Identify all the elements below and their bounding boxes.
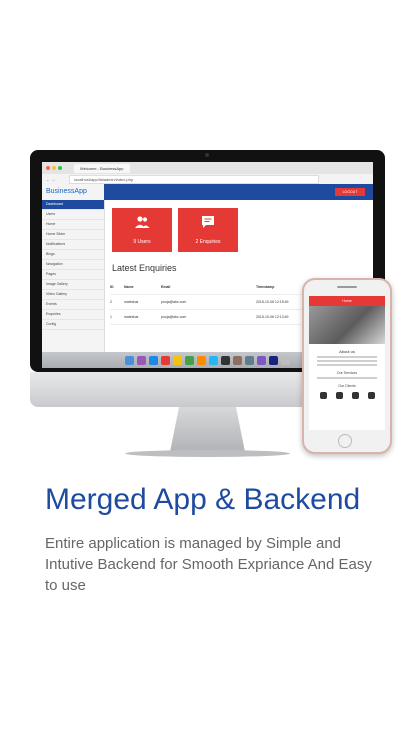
table-cell: 2 [110, 300, 112, 304]
table-header-row: ID Name Email Timestamp [110, 280, 360, 295]
camera-dot [205, 153, 209, 157]
sidebar-item-dashboard: Dashboard [42, 200, 104, 210]
table-cell: 2015-10-06 12:15:49 [256, 300, 289, 304]
phone-hero-image [309, 306, 385, 344]
sidebar-item-enquiries: Enquiries [42, 310, 104, 320]
sidebar-item-navigation: Navigation [42, 260, 104, 270]
browser-tabbar: Welcome - BusinessApp [42, 162, 373, 174]
xcode-icon [257, 355, 266, 365]
sidebar-item-home-slider: Home Slider [42, 230, 104, 240]
table-cell: mateshar [124, 300, 139, 304]
iphone-mockup: Home About us Our Services Our Clients [302, 278, 392, 454]
logout-button: LOGOUT [335, 188, 365, 196]
admin-dashboard: BusinessApp Dashboard Users Home Home Sl… [42, 184, 373, 368]
table-cell: 2015-10-06 12:13:49 [256, 315, 289, 319]
close-dot-icon [46, 166, 50, 170]
chrome-icon [161, 355, 170, 365]
text-line [317, 356, 377, 358]
table-row: 2 mateshar pooja@abc.com 2015-10-06 12:1… [110, 295, 360, 310]
phone-screen: Home About us Our Services Our Clients [309, 296, 385, 430]
client-logos [309, 392, 385, 399]
client-logo-icon [351, 392, 359, 399]
imac-base [125, 450, 290, 457]
client-logo-icon [335, 392, 343, 399]
table-row: 1 mateshar pooja@abc.com 2015-10-06 12:1… [110, 310, 360, 325]
text-line [317, 364, 377, 366]
home-button-icon [338, 434, 352, 448]
settings-icon [245, 355, 254, 365]
imac-mockup: Welcome - BusinessApp ← → localhost/app/… [30, 150, 385, 457]
enquiries-count: 2 Enquiries [195, 239, 221, 245]
table-header-cell: Name [124, 285, 134, 289]
users-count: 9 Users [133, 239, 151, 245]
device-mockup: Welcome - BusinessApp ← → localhost/app/… [0, 130, 414, 470]
sidebar-item-users: Users [42, 210, 104, 220]
sidebar-item-image-gallery: Image Gallery [42, 280, 104, 290]
latest-enquiries-title: Latest Enquiries [112, 263, 177, 273]
enquiries-table: ID Name Email Timestamp 2 mateshar pooja… [110, 280, 360, 325]
sidebar-item-config: Config [42, 320, 104, 330]
phone-services-title: Our Services [336, 371, 358, 375]
text-line [317, 377, 377, 379]
client-logo-icon [319, 392, 327, 399]
enquiries-stat-card: 2 Enquiries [178, 208, 238, 252]
table-header-cell: Timestamp [256, 285, 275, 289]
maximize-dot-icon [58, 166, 62, 170]
imac-stand [170, 407, 245, 452]
sidebar-item-pages: Pages [42, 270, 104, 280]
finder-icon [125, 355, 134, 365]
client-logo-icon [367, 392, 375, 399]
phone-speaker [337, 286, 357, 288]
messages-icon [185, 355, 194, 365]
sidebar-item-notifications: Notifications [42, 240, 104, 250]
launchpad-icon [137, 355, 146, 365]
table-header-cell: ID [110, 285, 114, 289]
trash-icon [281, 355, 290, 365]
promo-description: Entire application is managed by Simple … [45, 535, 372, 594]
brand-logo: BusinessApp [46, 188, 87, 195]
sidebar-item-home: Home [42, 220, 104, 230]
message-icon [202, 216, 214, 228]
browser-tab: Welcome - BusinessApp [74, 163, 130, 173]
safari-icon [149, 355, 158, 365]
notes-icon [173, 355, 182, 365]
minimize-dot-icon [52, 166, 56, 170]
table-header-cell: Email [161, 285, 171, 289]
admin-sidebar: BusinessApp Dashboard Users Home Home Sl… [42, 184, 105, 368]
preview-icon [233, 355, 242, 365]
table-cell: mateshar [124, 315, 139, 319]
phone-app-header: Home [309, 296, 385, 306]
terminal-icon [221, 355, 230, 365]
phone-clients-title: Our Clients [338, 384, 356, 388]
promo-title: Merged App & Backend [45, 483, 361, 516]
mac-dock [42, 352, 373, 368]
sidebar-item-events: Events [42, 300, 104, 310]
imac-bezel: Welcome - BusinessApp ← → localhost/app/… [30, 150, 385, 372]
photoshop-icon [269, 355, 278, 365]
photos-icon [197, 355, 206, 365]
admin-topbar: LOGOUT [104, 184, 373, 200]
text-line [317, 360, 377, 362]
table-cell: pooja@abc.com [161, 300, 187, 304]
app-store-icon [209, 355, 218, 365]
sidebar-item-video-gallery: Video Gallery [42, 290, 104, 300]
table-cell: 1 [110, 315, 112, 319]
users-icon [135, 216, 150, 228]
users-stat-card: 9 Users [112, 208, 172, 252]
table-cell: pooja@abc.com [161, 315, 187, 319]
sidebar-item-blogs: Blogs [42, 250, 104, 260]
phone-about-title: About us [339, 349, 355, 354]
nav-arrows-icon: ← → [46, 176, 56, 182]
url-field: localhost/app/listadmin/index.php [69, 174, 320, 184]
